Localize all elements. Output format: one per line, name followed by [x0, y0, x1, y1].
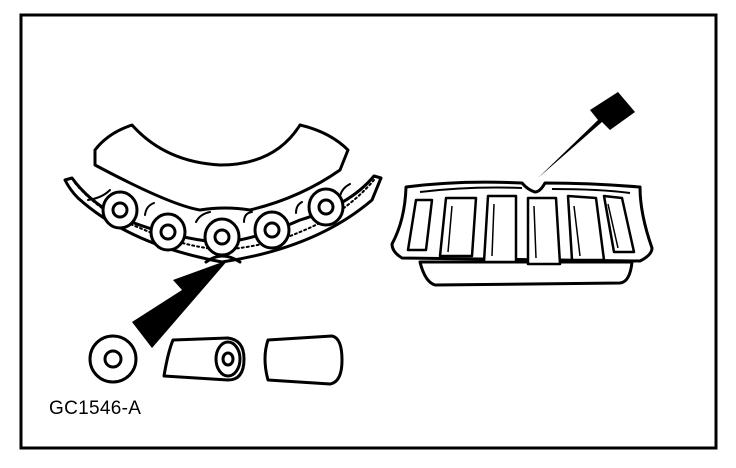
bearing-roller-windows: [406, 194, 636, 266]
roller-side-view: [162, 336, 246, 382]
bearing-bottom-ring: [418, 260, 634, 287]
cage-rollers: [101, 187, 345, 257]
indicator-arrow-right: [538, 92, 635, 178]
tapered-roller-bearing: [390, 180, 654, 287]
roller-end-view: [88, 334, 138, 384]
indicator-arrow-left: [132, 260, 228, 348]
bearing-cage-cutaway: [63, 123, 383, 264]
roller-outline-view: [263, 334, 344, 386]
figure-label: GC1546-A: [49, 398, 142, 419]
inner-race: [93, 123, 350, 212]
